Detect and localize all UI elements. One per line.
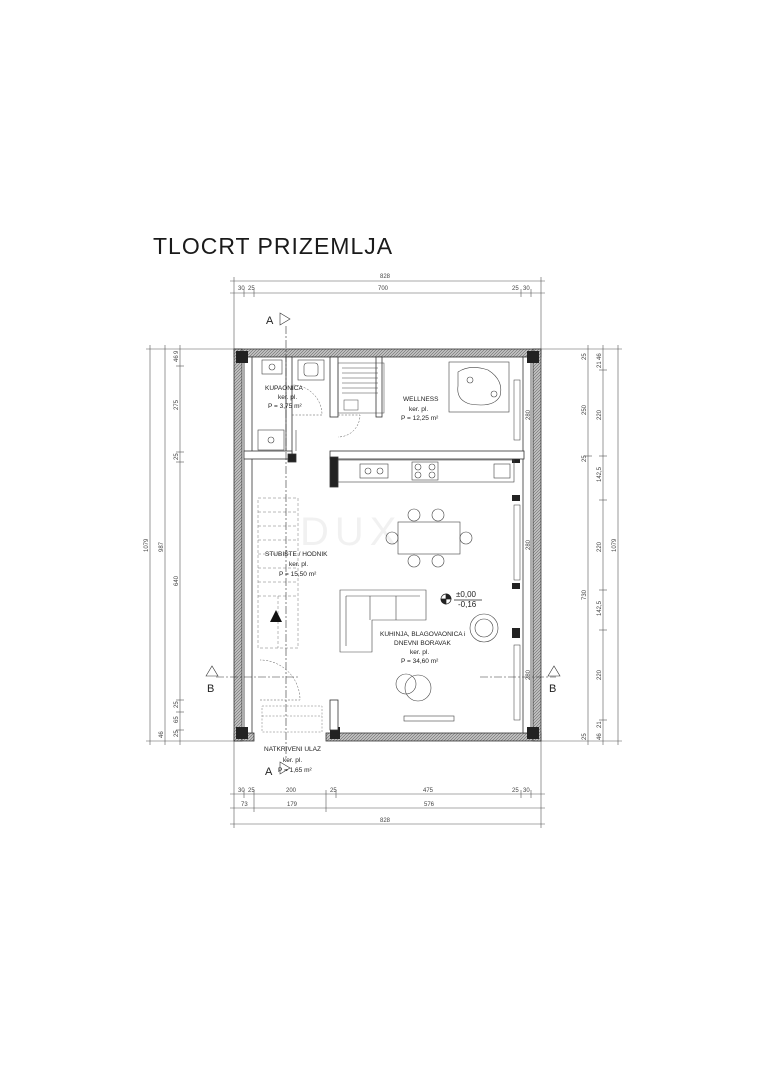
- dim-right-mid: 730: [582, 589, 588, 600]
- kitchen-counter: [337, 459, 515, 483]
- level-marker-icon: [440, 593, 482, 605]
- left-dimensions: [146, 345, 236, 745]
- room-kuhinja-area: P = 34,60 m²: [401, 658, 439, 665]
- room-kupaonica-name: KUPAONICA: [265, 385, 303, 392]
- right-windows: [513, 379, 521, 721]
- room-wellness-area: P = 12,25 m²: [401, 415, 439, 422]
- level-bottom: -0,16: [458, 600, 477, 609]
- dim-top-1: 30: [238, 286, 245, 292]
- stair-arrow-icon: [270, 610, 282, 622]
- dim-right-b1: 220: [597, 669, 603, 680]
- window-mark-1: 280: [526, 409, 532, 420]
- dim-left-outer: 1079: [144, 538, 150, 552]
- section-b-right: B: [549, 683, 556, 695]
- bathroom-fixtures: [257, 359, 325, 451]
- sofa: [339, 589, 427, 653]
- room-kuhinja-name1: KUHINJA, BLAGOVAONICA i: [380, 631, 465, 638]
- window-mark-2: 280: [526, 539, 532, 550]
- right-dimensions: [540, 345, 622, 745]
- watermark: DUX: [300, 510, 402, 554]
- dim-bottom-3: 200: [286, 788, 297, 794]
- room-kupaonica-area: P = 3,75 m²: [268, 403, 302, 410]
- sauna: [337, 362, 385, 414]
- room-wellness: WELLNESS ker. pl. P = 12,25 m²: [401, 396, 439, 422]
- page-title: TLOCRT PRIZEMLJA: [153, 233, 394, 259]
- dim-left-c3: 275: [174, 399, 180, 410]
- room-kupaonica: KUPAONICA ker. pl. P = 3,75 m²: [265, 385, 303, 410]
- dim-bottom-2: 25: [248, 788, 255, 794]
- dim-right-a6: 142,5: [597, 466, 603, 482]
- level-top: ±0,00: [456, 590, 477, 599]
- dim-right-outer: 1079: [612, 538, 618, 552]
- room-stubiste-floor: ker. pl.: [289, 561, 308, 568]
- bottom-dimensions: [230, 740, 545, 828]
- dim-bottom-1: 30: [238, 788, 245, 794]
- dim-bottom-7: 30: [523, 788, 530, 794]
- doors: [259, 384, 361, 701]
- dim-top-4: 25: [512, 286, 519, 292]
- dim-top-2: 25: [248, 286, 255, 292]
- dim-bottom-4: 25: [330, 788, 337, 794]
- dim-bottom2-2: 179: [287, 802, 298, 808]
- section-b-left: B: [207, 683, 214, 695]
- section-a-bottom: A: [265, 766, 273, 778]
- room-wellness-floor: ker. pl.: [409, 406, 428, 413]
- dim-bottom2-1: 73: [241, 802, 248, 808]
- dining-table: [385, 508, 473, 568]
- dim-left-c4: 25: [174, 453, 180, 460]
- jacuzzi: [448, 361, 510, 413]
- dim-bottom-6: 25: [512, 788, 519, 794]
- dim-right-a8: 142,5: [597, 600, 603, 616]
- room-ulaz-area: P = 1,65 m²: [278, 767, 312, 774]
- top-dimensions: [230, 277, 545, 350]
- dim-right-a10: 25: [582, 733, 588, 740]
- section-a-top: A: [266, 315, 274, 327]
- room-kuhinja: KUHINJA, BLAGOVAONICA i DNEVNI BORAVAK k…: [380, 631, 465, 665]
- dim-left-mid: 987: [159, 541, 165, 552]
- dim-left-c1: 46: [174, 355, 180, 362]
- dim-bottom-total: 828: [380, 818, 391, 824]
- dim-left-c2: 9: [174, 350, 180, 354]
- dim-right-a4: 250: [582, 404, 588, 415]
- dim-left-c9: 46: [159, 731, 165, 738]
- room-ulaz-floor: ker. pl.: [283, 757, 302, 764]
- dim-right-a5: 25: [582, 455, 588, 462]
- dim-left-c6: 25: [174, 701, 180, 708]
- armchair: [469, 613, 499, 643]
- room-ulaz: NATKRIVENI ULAZ ker. pl. P = 1,65 m²: [264, 746, 321, 774]
- room-kupaonica-floor: ker. pl.: [278, 394, 297, 401]
- dim-top-3: 700: [378, 286, 389, 292]
- entrance-steps: [261, 705, 323, 733]
- room-ulaz-name: NATKRIVENI ULAZ: [264, 746, 321, 753]
- coffee-table: [395, 673, 455, 722]
- dim-left-c7: 65: [174, 716, 180, 723]
- room-stubiste-name: STUBIŠTE / HODNIK: [265, 549, 328, 558]
- staircase: [257, 497, 299, 649]
- dim-right-a11: 21: [597, 721, 603, 728]
- dim-right-a7: 220: [597, 409, 603, 420]
- interior-walls: [243, 356, 525, 731]
- dim-right-a9: 220: [597, 541, 603, 552]
- section-line-b: [205, 665, 561, 678]
- dim-top-total: 828: [380, 274, 391, 280]
- dim-right-a3: 46: [597, 353, 603, 360]
- section-line-a: [279, 312, 291, 775]
- dim-bottom-5: 475: [423, 788, 434, 794]
- room-stubiste-area: P = 15,50 m²: [279, 571, 317, 578]
- dim-bottom2-3: 576: [424, 802, 435, 808]
- room-kuhinja-name2: DNEVNI BORAVAK: [394, 640, 451, 647]
- window-mark-3: 280: [526, 669, 532, 680]
- dim-left-c5: 640: [174, 575, 180, 586]
- dim-left-c8: 25: [174, 730, 180, 737]
- room-kuhinja-floor: ker. pl.: [410, 649, 429, 656]
- room-wellness-name: WELLNESS: [403, 396, 439, 403]
- room-stubiste: STUBIŠTE / HODNIK ker. pl. P = 15,50 m²: [265, 549, 328, 578]
- dim-right-a12: 46: [597, 733, 603, 740]
- dim-right-a1: 25: [582, 353, 588, 360]
- dim-top-5: 30: [523, 286, 530, 292]
- dim-right-a2: 21: [597, 361, 603, 368]
